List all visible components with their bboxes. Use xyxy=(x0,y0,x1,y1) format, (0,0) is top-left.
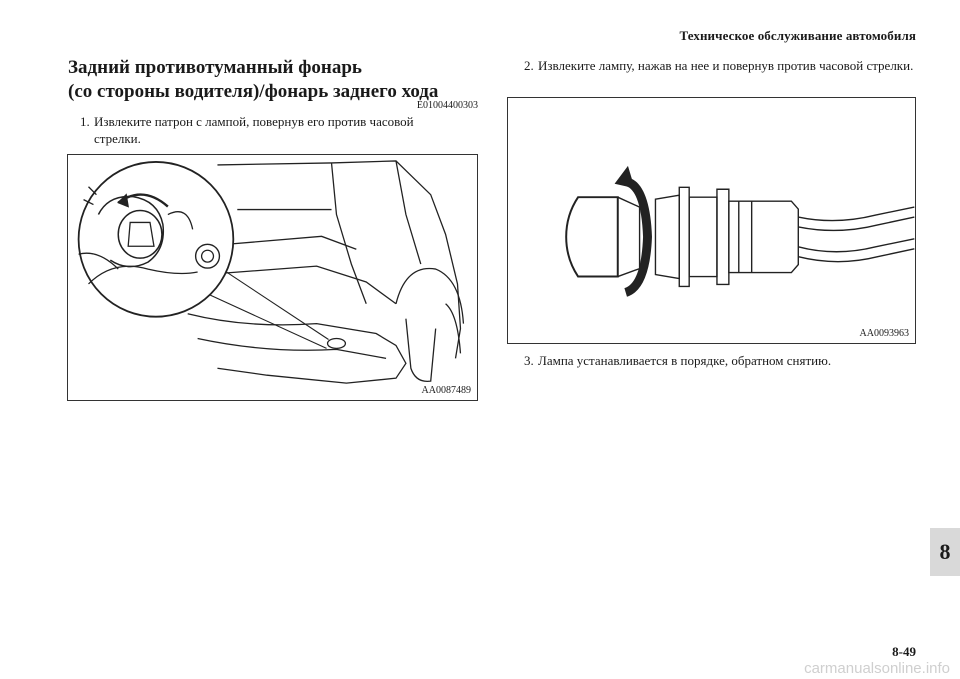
figure-bulb-removal: AA0093963 xyxy=(507,97,916,344)
step-3-text: Лампа устанавливается в порядке, обратно… xyxy=(538,353,832,368)
bulb-illustration xyxy=(565,165,915,297)
figure-rear-fog-lamp: AA0087489 xyxy=(67,154,478,401)
step-1-text: Извлеките патрон с лампой, повернув его … xyxy=(94,114,414,146)
figure-2-code: AA0093963 xyxy=(859,328,909,339)
chapter-tab: 8 xyxy=(930,528,960,576)
figure-1-code: AA0087489 xyxy=(421,385,471,396)
watermark-text: carmanualsonline.info xyxy=(804,660,950,677)
step-2-number: 2. xyxy=(524,58,534,73)
rear-car-illustration xyxy=(77,160,465,384)
step-3-number: 3. xyxy=(524,353,534,368)
section-title-line-1: Задний противотуманный фонарь xyxy=(68,57,362,78)
section-title: Задний противотуманный фонарь (со сторон… xyxy=(68,56,488,104)
step-1: 1. Извлеките патрон с лампой, повернув е… xyxy=(80,113,460,147)
page-header-title: Техническое обслуживание автомобиля xyxy=(679,28,916,43)
section-code: E01004400303 xyxy=(416,100,478,111)
step-3: 3. Лампа устанавливается в порядке, обра… xyxy=(524,352,914,369)
step-2: 2. Извлеките лампу, нажав на нее и повер… xyxy=(524,57,914,74)
step-2-text: Извлеките лампу, нажав на нее и повернув… xyxy=(538,58,914,73)
page-number: 8-49 xyxy=(892,644,916,659)
section-title-line-2: (со стороны водителя)/фонарь заднего ход… xyxy=(68,81,439,102)
step-1-number: 1. xyxy=(80,114,90,129)
